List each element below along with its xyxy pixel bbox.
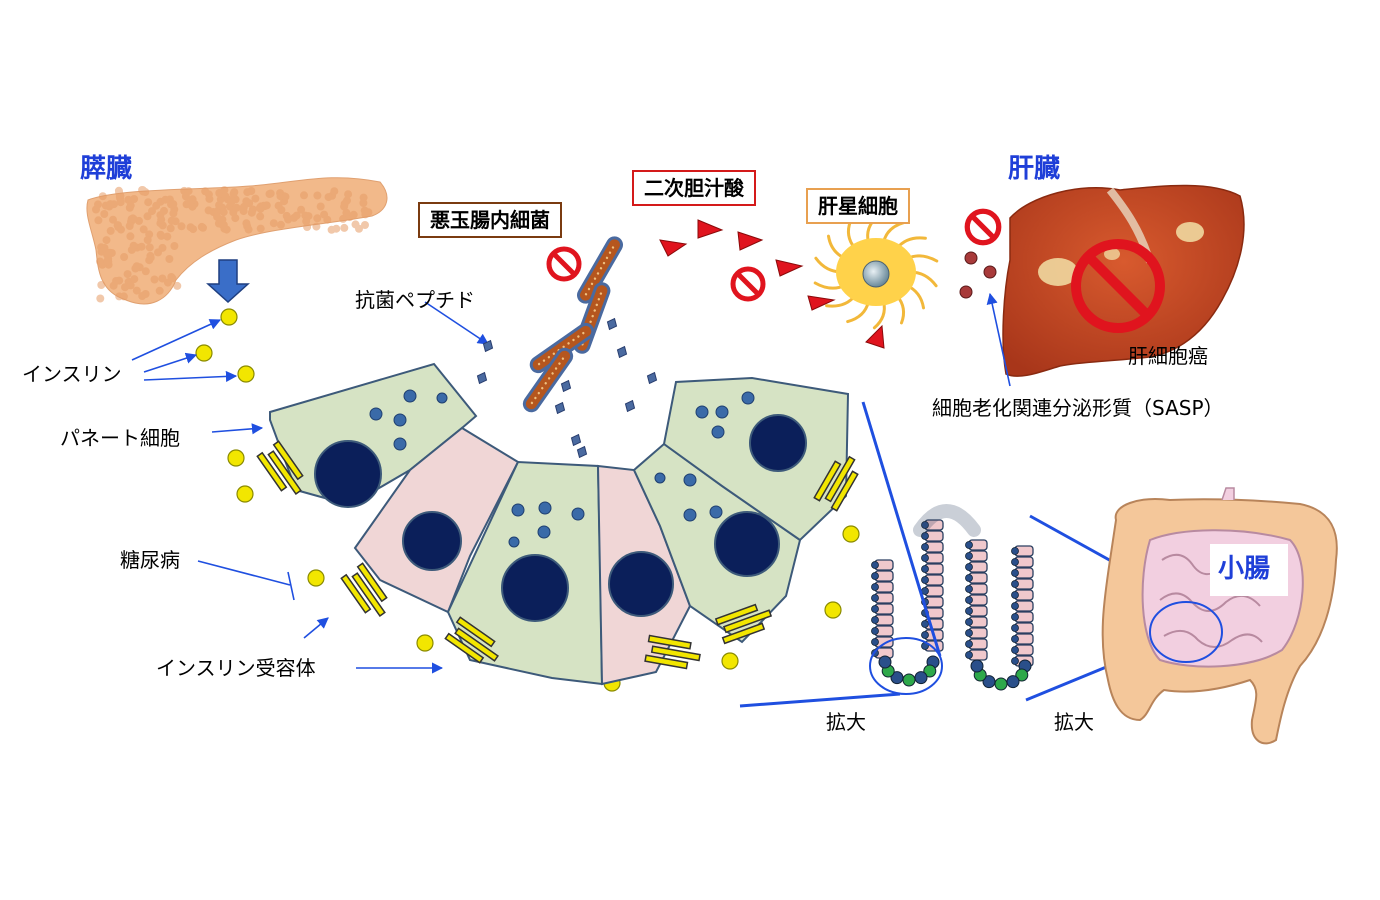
prohibition-icon xyxy=(733,269,763,299)
paneth-granules xyxy=(369,389,755,548)
hepatic-stellate-cell xyxy=(813,214,939,330)
label-enlarge-intestine: 拡大 xyxy=(1054,710,1094,734)
crypt-highlight-ring xyxy=(869,637,943,695)
label-hcc: 肝細胞癌 xyxy=(1128,344,1208,368)
label-enlarge-villus: 拡大 xyxy=(826,710,866,734)
box-secondary-bile-acid: 二次胆汁酸 xyxy=(632,170,756,206)
organ-label-pancreas: 膵臓 xyxy=(80,154,133,184)
prohibition-icon xyxy=(549,249,579,279)
pancreas-illustration xyxy=(86,177,388,305)
organ-label-small-intestine: 小腸 xyxy=(1218,554,1271,584)
insulin-molecules xyxy=(195,308,860,692)
label-sasp: 細胞老化関連分泌形質（SASP） xyxy=(932,396,1224,420)
box-bad-bacteria: 悪玉腸内細菌 xyxy=(418,202,562,238)
intestinal-villus xyxy=(871,504,1034,691)
cell-nuclei xyxy=(314,414,807,622)
label-insulin-receptor: インスリン受容体 xyxy=(156,656,316,680)
liver-illustration xyxy=(1002,184,1245,377)
secondary-bile-acids xyxy=(659,219,885,349)
diabetes-inhibition xyxy=(197,560,295,601)
sasp-pointer-arrow xyxy=(986,292,1011,387)
down-arrow-icon xyxy=(206,259,250,304)
label-insulin: インスリン xyxy=(22,362,122,386)
intestine-highlight-ring xyxy=(1149,601,1223,663)
antimicrobial-peptides xyxy=(476,289,658,459)
intestines-illustration xyxy=(1101,487,1338,745)
insulin-receptors xyxy=(256,440,859,670)
bad-bacteria xyxy=(522,236,623,413)
label-diabetes: 糖尿病 xyxy=(120,548,180,572)
prohibition-icon xyxy=(967,211,999,243)
box-hepatic-stellate-cell: 肝星細胞 xyxy=(806,188,910,224)
organ-label-liver: 肝臓 xyxy=(1008,154,1061,184)
sasp-molecules xyxy=(959,251,997,299)
label-antimicrobial-peptide: 抗菌ペプチド xyxy=(355,288,475,312)
insulin-pointer-arrows xyxy=(131,301,489,674)
label-paneth-cell: パネート細胞 xyxy=(60,426,180,450)
